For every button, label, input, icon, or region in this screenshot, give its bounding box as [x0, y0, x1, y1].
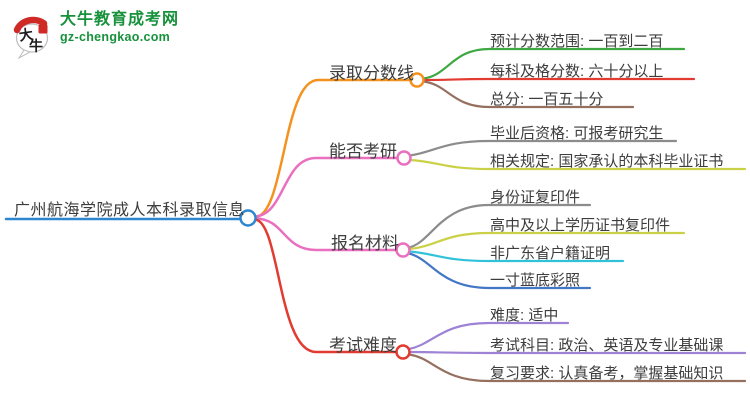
link-review-requirements — [407, 353, 747, 383]
link-related-regulation — [408, 158, 747, 171]
leaf-non-guangdong-residence-proof: 非广东省户籍证明 — [490, 245, 611, 262]
leaf-id-card-copy: 身份证复印件 — [490, 189, 581, 206]
branch-admission-score-line-label: 录取分数线 — [329, 64, 414, 83]
logo-char-bottom: 牛 — [29, 38, 43, 54]
leaf-diploma-copy: 高中及以上学历证书复印件 — [490, 217, 671, 234]
leaf-review-requirements: 复习要求: 认真备考，掌握基础知识 — [490, 365, 724, 382]
root-node-label: 广州航海学院成人本科录取信息 — [14, 202, 246, 219]
branch-application-materials-circle[interactable] — [395, 242, 411, 258]
leaf-total-score: 总分: 一百五十分 — [490, 91, 604, 108]
link-id-card-copy — [407, 203, 592, 249]
logo-red-seal — [38, 24, 48, 34]
branch-exam-difficulty-circle[interactable] — [395, 344, 411, 360]
branch-postgraduate-eligibility-label: 能否考研 — [329, 142, 397, 161]
branch-admission-score-line-circle[interactable] — [409, 72, 425, 88]
logo-red-cap — [13, 16, 48, 34]
link-non-guangdong-residence-proof — [408, 250, 625, 263]
link-root-postgraduate-eligibility — [254, 156, 399, 218]
link-blue-background-photo — [407, 252, 592, 290]
leaf-related-regulation: 相关规定: 国家承认的本科毕业证书 — [490, 153, 724, 170]
branch-exam-difficulty-label: 考试难度 — [329, 336, 397, 355]
link-post-graduation-qualification — [408, 139, 678, 157]
logo-title: 大牛教育成考网 — [60, 11, 180, 28]
leaf-post-graduation-qualification: 毕业后资格: 可报考研究生 — [490, 125, 664, 142]
link-total-score — [421, 80, 635, 109]
root-node-circle[interactable] — [239, 209, 257, 227]
daniu-logo-icon: 大 牛 — [13, 16, 49, 59]
link-root-admission-score-line — [254, 78, 412, 219]
leaf-per-subject-pass-score: 每科及格分数: 六十分以上 — [490, 63, 664, 80]
logo-char-top: 大 — [18, 26, 34, 44]
link-expected-score-range — [421, 47, 686, 80]
link-difficulty-level — [407, 321, 570, 351]
link-exam-subjects — [408, 350, 747, 355]
link-root-application-materials — [254, 217, 398, 252]
link-root-exam-difficulty — [253, 218, 398, 354]
logo-domain: gz-chengkao.com — [60, 29, 171, 44]
leaf-expected-score-range: 预计分数范围: 一百到二百 — [490, 33, 664, 50]
leaf-exam-subjects: 考试科目: 政治、英语及专业基础课 — [490, 337, 724, 354]
branch-application-materials-label: 报名材料 — [331, 234, 399, 253]
link-diploma-copy — [408, 231, 686, 251]
branch-postgraduate-eligibility-circle[interactable] — [396, 150, 412, 166]
link-per-subject-pass-score — [422, 77, 696, 82]
leaf-blue-background-photo: 一寸蓝底彩照 — [490, 272, 581, 289]
leaf-difficulty-level: 难度: 适中 — [490, 307, 559, 324]
site-logo[interactable]: 大 牛 大牛教育成考网 gz-chengkao.com — [12, 11, 179, 59]
